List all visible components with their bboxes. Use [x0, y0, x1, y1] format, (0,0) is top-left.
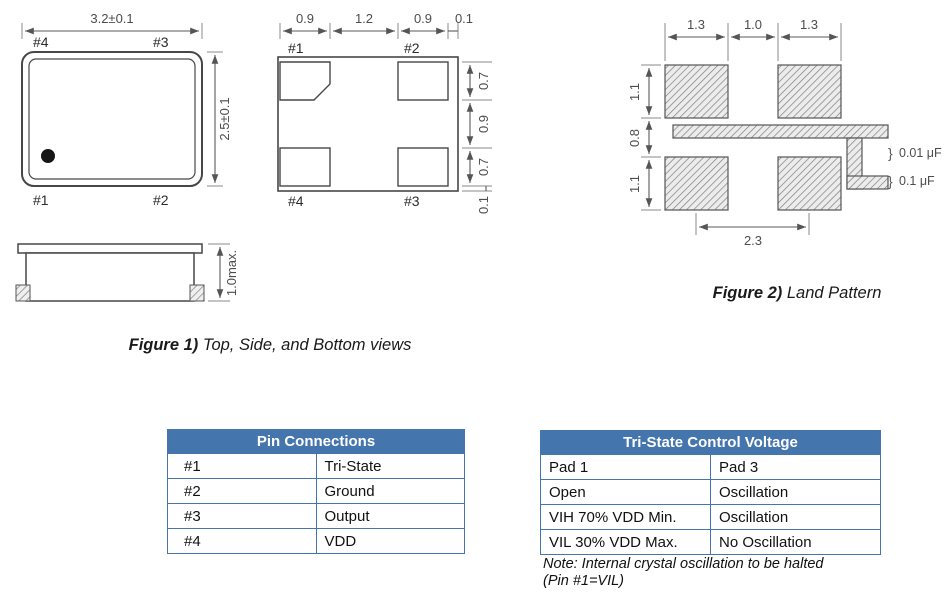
- tristate-table-title: Tri-State Control Voltage: [540, 430, 881, 455]
- dim-label: 0.8: [627, 129, 642, 147]
- note-line-2: (Pin #1=VIL): [543, 572, 625, 589]
- dim-label: 0.7: [476, 158, 491, 176]
- side-lid: [17, 243, 203, 254]
- land-pad-bottom-left: [664, 156, 729, 211]
- pad3-cell: Oscillation: [710, 504, 881, 530]
- package-outline: [21, 51, 203, 187]
- figure1-caption: Figure 1) Top, Side, and Bottom views: [60, 336, 480, 355]
- side-height-dimension: 1.0max.: [224, 250, 239, 296]
- pin-label-3: #3: [153, 34, 169, 50]
- table-row: #4 VDD: [167, 528, 465, 554]
- pin-label-4: #4: [288, 193, 304, 209]
- land-pattern: [664, 64, 889, 211]
- figure2-caption-label: Figure 2): [712, 284, 783, 302]
- table-row: #1 Tri-State: [167, 453, 465, 479]
- dim-label: 1.3: [687, 17, 705, 32]
- capacitor2-label: 0.1 μF: [899, 174, 935, 188]
- table-row: VIH 70% VDD Min. Oscillation: [540, 504, 881, 530]
- bottom-view: 0.9 1.2 0.9 0.1 #1 #2 #4 #3 0.7 0.9 0.: [277, 11, 492, 214]
- top-height-dimension: 2.5±0.1: [217, 97, 232, 140]
- pin-connections-table: Pin Connections #1 Tri-State #2 Ground #…: [167, 429, 465, 554]
- land-pad-bottom-right: [777, 156, 842, 211]
- table-row: Pad 1 Pad 3: [540, 454, 881, 480]
- figure2-caption-text: Land Pattern: [782, 284, 882, 302]
- dim-label: 2.3: [744, 233, 762, 248]
- land-pad-top-left: [664, 64, 729, 119]
- figure1-caption-text: Top, Side, and Bottom views: [198, 336, 412, 354]
- side-terminal-right: [189, 284, 205, 302]
- pin-number: #3: [167, 503, 317, 529]
- pin-label-2: #2: [404, 40, 420, 56]
- trace-stub: [846, 175, 889, 190]
- pad-3: [397, 147, 449, 187]
- dim-label: 0.7: [476, 72, 491, 90]
- pin-number: #1: [167, 453, 317, 479]
- pin1-marker-dot: [41, 149, 55, 163]
- pad3-cell: Oscillation: [710, 479, 881, 505]
- pad-2: [397, 61, 449, 101]
- pad3-cell: Pad 3: [710, 454, 881, 480]
- pad1-cell: VIH 70% VDD Min.: [540, 504, 711, 530]
- land-pad-top-right: [777, 64, 842, 119]
- pad3-cell: No Oscillation: [710, 529, 881, 555]
- pad1-cell: VIL 30% VDD Max.: [540, 529, 711, 555]
- tristate-note: Note: Internal crystal oscillation to be…: [543, 556, 823, 589]
- figure1-drawing: 3.2±0.1 #4 #3 #1 #2 2.5±0.1 1.0max.: [15, 11, 492, 302]
- side-view: 1.0max.: [15, 243, 239, 302]
- pin-function: Output: [315, 503, 465, 529]
- dim-label: 0.1: [476, 196, 491, 214]
- pin-label-4: #4: [33, 34, 49, 50]
- dim-label: 1.0: [744, 17, 762, 32]
- figure2-drawing: 1.3 1.0 1.3 1.1 0.8 1.1 2.3 } } 0.01 μF …: [627, 17, 942, 248]
- top-width-dimension: 3.2±0.1: [90, 11, 133, 26]
- table-row: Open Oscillation: [540, 479, 881, 505]
- figure2-caption: Figure 2) Land Pattern: [647, 284, 947, 303]
- side-body: [25, 252, 195, 302]
- dim-label: 0.9: [414, 11, 432, 26]
- tristate-control-table: Tri-State Control Voltage Pad 1 Pad 3 Op…: [540, 430, 881, 555]
- brace-icon: }: [888, 173, 893, 189]
- dim-label: 0.9: [296, 11, 314, 26]
- side-terminal-left: [15, 284, 31, 302]
- package-inner-line: [28, 58, 196, 180]
- dim-label: 1.2: [355, 11, 373, 26]
- note-line-1: Note: Internal crystal oscillation to be…: [543, 556, 824, 572]
- dim-label: 0.9: [476, 115, 491, 133]
- dim-label: 0.1: [455, 11, 473, 26]
- dim-label: 1.3: [800, 17, 818, 32]
- pad-4: [279, 147, 331, 187]
- top-view: 3.2±0.1 #4 #3 #1 #2 2.5±0.1: [21, 11, 232, 208]
- pad1-cell: Open: [540, 479, 711, 505]
- table-row: #3 Output: [167, 503, 465, 529]
- pin-label-3: #3: [404, 193, 420, 209]
- capacitor1-label: 0.01 μF: [899, 146, 942, 160]
- pad1-cell: Pad 1: [540, 454, 711, 480]
- pin-number: #4: [167, 528, 317, 554]
- pin-function: Tri-State: [315, 453, 465, 479]
- pin-label-2: #2: [153, 192, 169, 208]
- pad-1: [279, 61, 331, 101]
- pin-number: #2: [167, 478, 317, 504]
- dim-label: 1.1: [627, 83, 642, 101]
- figure1-caption-label: Figure 1): [128, 336, 199, 354]
- pin-table-title: Pin Connections: [167, 429, 465, 454]
- pin-label-1: #1: [33, 192, 49, 208]
- pin-function: VDD: [315, 528, 465, 554]
- table-row: #2 Ground: [167, 478, 465, 504]
- trace-horizontal: [672, 124, 889, 139]
- dim-label: 1.1: [627, 175, 642, 193]
- brace-icon: }: [888, 145, 893, 161]
- pin-function: Ground: [315, 478, 465, 504]
- pin-label-1: #1: [288, 40, 304, 56]
- table-row: VIL 30% VDD Max. No Oscillation: [540, 529, 881, 555]
